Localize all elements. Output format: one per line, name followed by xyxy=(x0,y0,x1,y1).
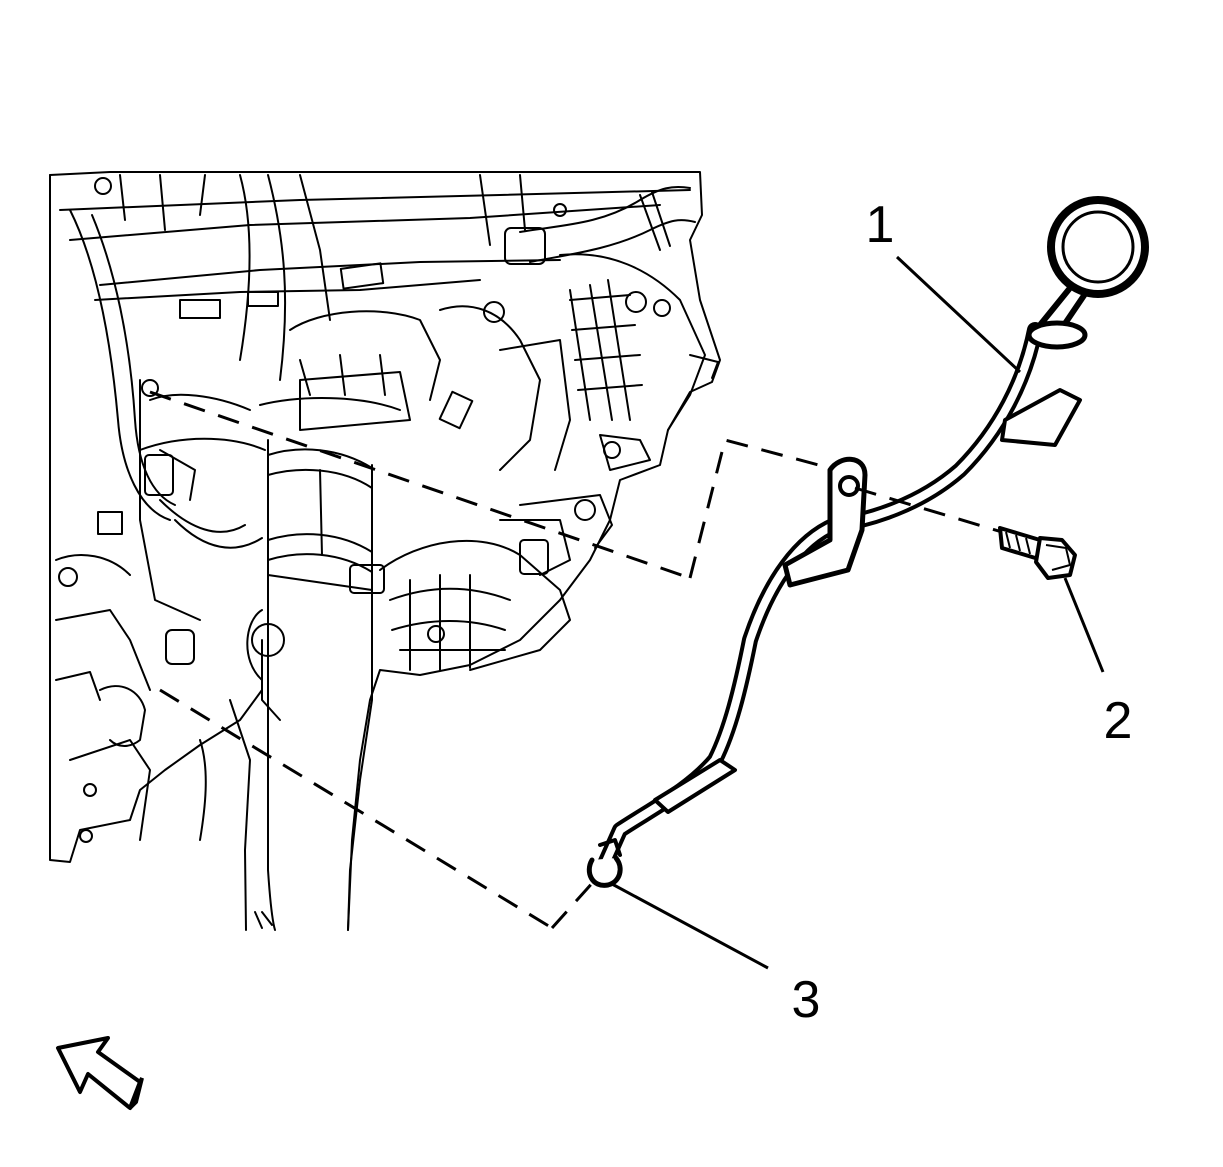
dipstick-tube xyxy=(586,196,1149,888)
leader-line-1 xyxy=(895,255,1022,374)
leader-line-3 xyxy=(611,882,769,970)
leader-lines xyxy=(611,255,1105,970)
callout-3: 3 xyxy=(792,971,821,1029)
arrow-up-left-icon xyxy=(56,1036,144,1110)
callout-2: 2 xyxy=(1104,692,1133,750)
callout-1: 1 xyxy=(866,196,895,254)
alignment-lines xyxy=(149,390,1003,930)
bolt xyxy=(998,526,1077,580)
engine-assembly xyxy=(49,171,721,931)
leader-line-2 xyxy=(1063,577,1105,673)
